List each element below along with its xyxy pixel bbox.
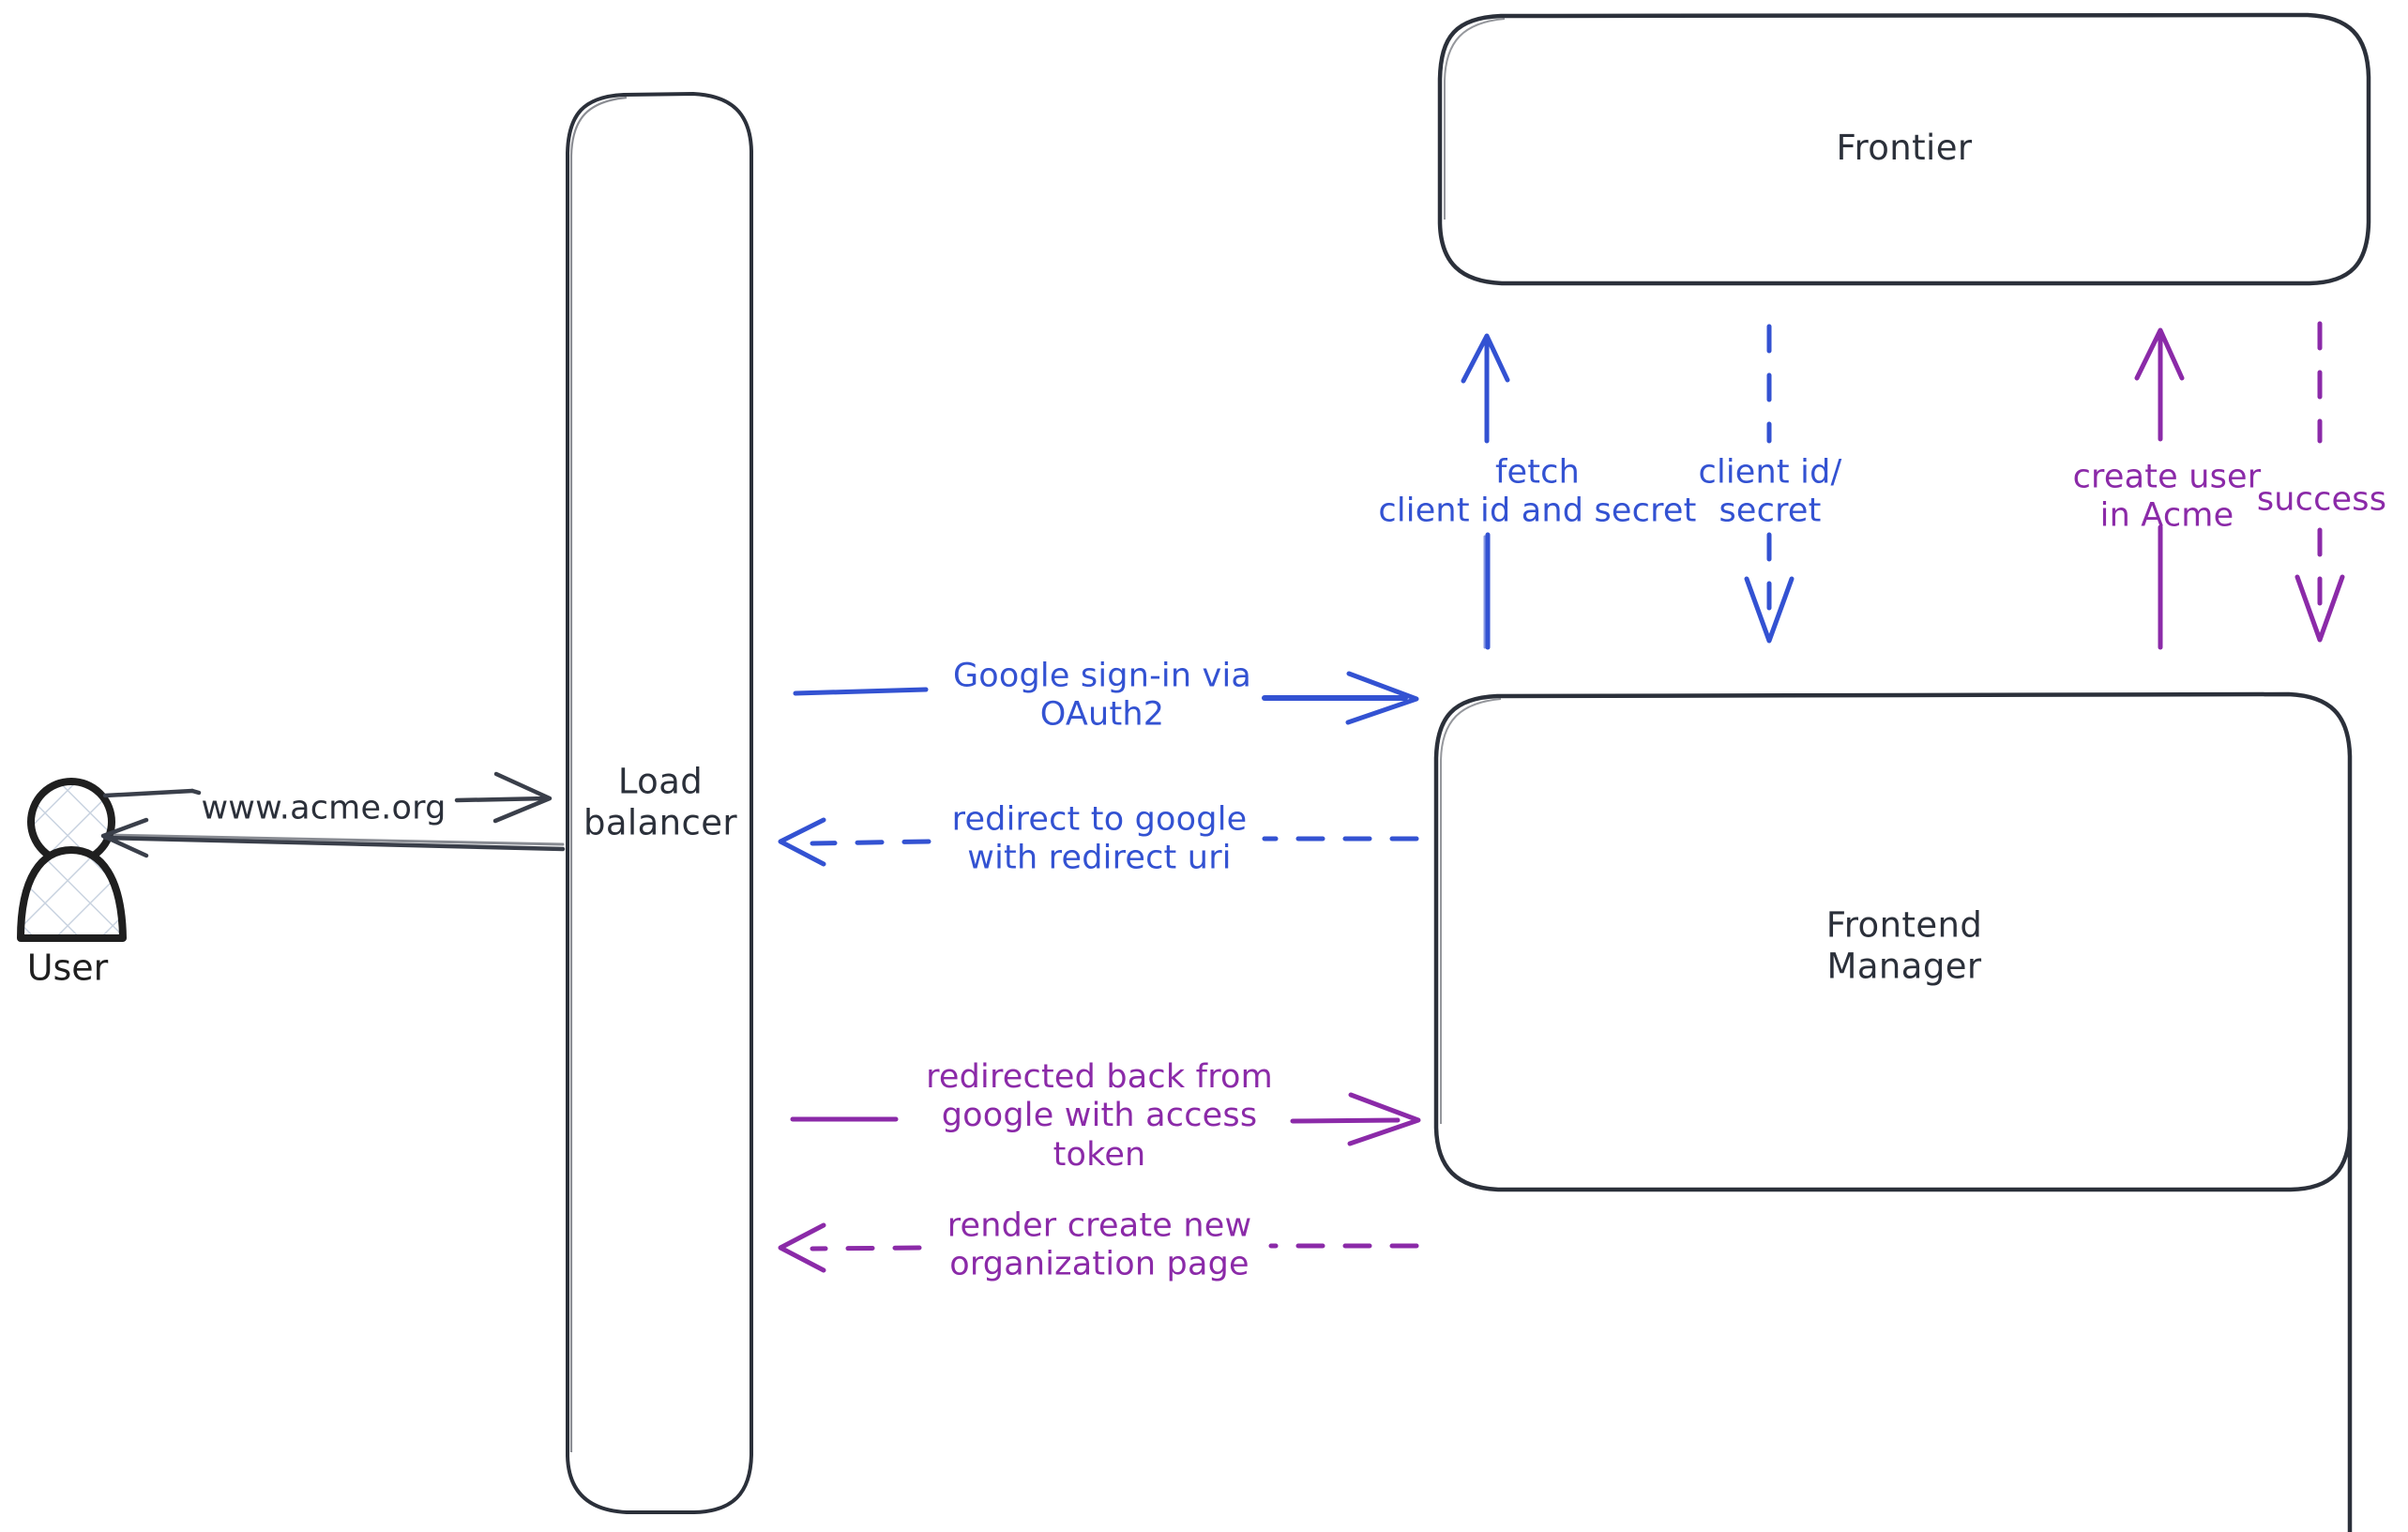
edge-load-balancer-to-user-line[interactable]	[100, 817, 566, 858]
edge-user-to-load-balancer-line[interactable]	[102, 771, 553, 824]
edge-label-client-id-secret: client id/ secret	[1698, 453, 1842, 530]
user-actor-shape[interactable]	[17, 778, 127, 942]
edge-label-redirected-back-access-token: redirected back from google with access …	[926, 1058, 1273, 1174]
edge-create-user-in-acme-line[interactable]	[2134, 327, 2185, 650]
edge-success-response-line[interactable]	[2294, 321, 2345, 643]
edge-fetch-client-id-and-secret-line[interactable]	[1461, 333, 1510, 650]
edge-client-id-secret-response-line[interactable]	[1744, 324, 1795, 644]
edge-google-signin-oauth2-line[interactable]	[793, 671, 1419, 725]
frontend-manager-shape[interactable]	[1433, 691, 2353, 1532]
edge-label-google-signin-oauth2: Google sign-in via OAuth2	[952, 657, 1252, 734]
edge-label-redirect-to-google: redirect to google with redirect uri	[951, 800, 1248, 877]
edge-redirected-back-with-access-token-line[interactable]	[790, 1092, 1421, 1146]
frontier-shape[interactable]	[1437, 12, 2371, 286]
user-actor-label: User	[26, 947, 109, 989]
edge-label-create-user-in-acme: create user in Acme	[2072, 458, 2262, 535]
edge-label-www-acme-org: www.acme.org	[201, 789, 447, 827]
frontend-manager-label: Frontend Manager	[1825, 904, 1983, 986]
frontier-label: Frontier	[1836, 128, 1973, 169]
edge-render-create-new-organization-page-line[interactable]	[778, 1222, 1419, 1273]
load-balancer-label: Load balancer	[583, 761, 738, 842]
load-balancer-shape[interactable]	[566, 92, 753, 1514]
edge-redirect-to-google-line[interactable]	[778, 817, 1419, 867]
edge-label-success: success	[2256, 480, 2387, 519]
edge-label-fetch-client-id-and-secret: fetch client id and secret	[1378, 453, 1697, 530]
edge-label-render-create-new-organization-page: render create new organization page	[947, 1206, 1252, 1283]
